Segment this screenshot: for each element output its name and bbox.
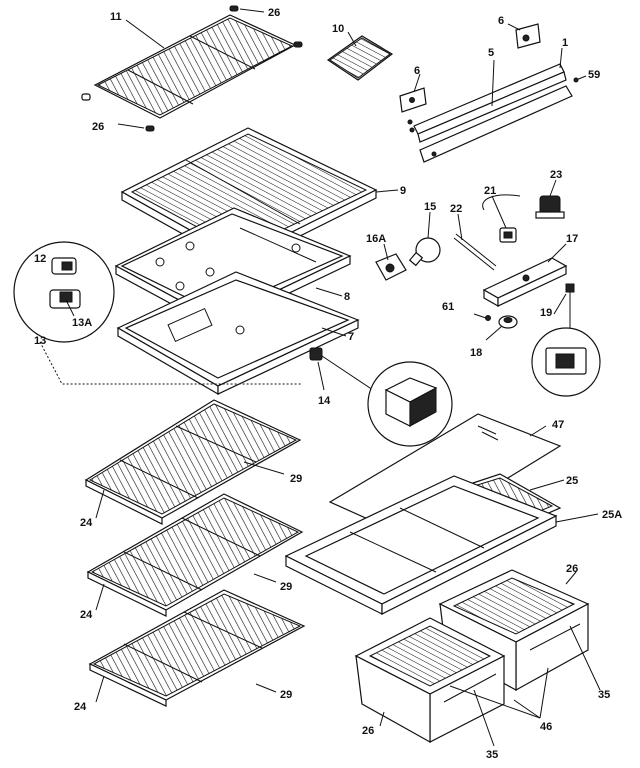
trim-strip-1 (419, 85, 573, 163)
label-47: 47 (552, 419, 564, 431)
label-10: 10 (332, 23, 344, 35)
shelf-frame-25a (284, 475, 558, 615)
label-11: 11 (110, 11, 122, 23)
rail-5 (407, 63, 567, 143)
clip-14 (309, 347, 377, 393)
label-14: 14 (318, 395, 331, 407)
label-12: 12 (34, 253, 46, 265)
part-labels: 11 26 26 10 6 6 5 1 59 9 16A 15 22 21 23… (34, 7, 622, 761)
label-59: 59 (588, 69, 600, 81)
bracket-6-top (515, 23, 541, 49)
switch-19 (565, 283, 575, 330)
label-29-middle: 29 (280, 581, 292, 593)
label-61: 61 (442, 301, 454, 313)
label-7: 7 (348, 331, 354, 343)
label-29-upper: 29 (290, 473, 302, 485)
label-18: 18 (470, 347, 482, 359)
shelf-support-pins-26 (81, 5, 303, 132)
label-15: 15 (424, 201, 436, 213)
label-26-drawer-left: 26 (362, 725, 374, 737)
crisper-drawer-left (354, 617, 506, 744)
egg-tray-10 (326, 35, 394, 81)
wire-shelf-29-middle (86, 493, 304, 617)
bracket-6-mid (399, 87, 427, 113)
control-housing-17 (482, 257, 568, 308)
label-26-left: 26 (92, 121, 104, 133)
screw-61 (473, 313, 491, 321)
label-13: 13 (34, 335, 46, 347)
screw-59 (573, 75, 587, 83)
leader-lines (65, 8, 601, 747)
harness-22 (453, 233, 497, 271)
label-6-top: 6 (498, 15, 504, 27)
label-21: 21 (484, 185, 496, 197)
label-13a: 13A (72, 317, 92, 329)
label-17: 17 (566, 233, 578, 245)
tray-7 (116, 271, 360, 396)
label-35-right: 35 (598, 689, 610, 701)
thermostat-23 (535, 195, 565, 219)
switch-21 (482, 194, 521, 243)
label-25a: 25A (602, 509, 622, 521)
label-26-top: 26 (268, 7, 280, 19)
wire-shelf-11 (93, 14, 297, 119)
label-24-middle: 24 (80, 609, 93, 621)
label-22: 22 (450, 203, 462, 215)
light-bulb-15 (408, 237, 441, 267)
label-46: 46 (540, 721, 552, 733)
label-1: 1 (562, 37, 568, 49)
knob-18 (498, 315, 518, 329)
light-socket-16a (375, 253, 407, 281)
label-29-lower: 29 (280, 689, 292, 701)
label-19: 19 (540, 307, 552, 319)
label-6-mid: 6 (414, 65, 420, 77)
label-25: 25 (566, 475, 578, 487)
label-16a: 16A (366, 233, 386, 245)
label-23: 23 (550, 169, 562, 181)
wire-shelf-29-lower (88, 589, 306, 707)
clip-detail-inset (367, 361, 453, 447)
label-24-upper: 24 (80, 517, 93, 529)
latch-detail-inset (13, 241, 302, 385)
label-26-drawer-right: 26 (566, 563, 578, 575)
label-24-lower: 24 (74, 701, 87, 713)
label-35-left: 35 (486, 749, 498, 761)
wire-shelf-29-upper (84, 399, 302, 525)
label-9: 9 (400, 185, 406, 197)
label-8: 8 (344, 291, 350, 303)
label-5: 5 (488, 47, 494, 59)
switch-detail-inset (531, 327, 601, 397)
